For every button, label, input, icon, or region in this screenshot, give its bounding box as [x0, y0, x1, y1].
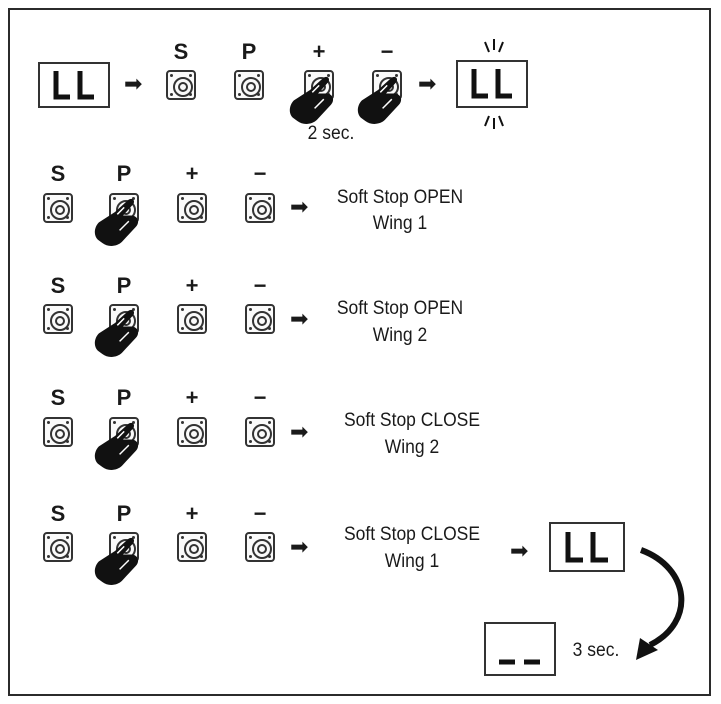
button-plus[interactable]: [177, 304, 207, 334]
hand-icon: [94, 422, 139, 471]
curved-arrow-icon: [639, 547, 685, 648]
label-minus: −: [380, 39, 394, 64]
label-s: S: [173, 39, 189, 64]
step-2-line2: Wing 2: [372, 325, 428, 346]
label-plus: +: [312, 39, 326, 64]
label-plus: +: [185, 501, 199, 526]
label-minus: −: [253, 161, 267, 186]
arrow-step-2: ➡: [290, 306, 309, 331]
hand-icon: [94, 309, 139, 358]
step-2-line1: Soft Stop OPEN: [336, 298, 464, 319]
label-minus: −: [253, 273, 267, 298]
hold-duration: 2 sec.: [307, 123, 355, 144]
button-s[interactable]: [43, 193, 73, 223]
arrow-step-3: ➡: [290, 419, 309, 444]
button-minus[interactable]: [245, 193, 275, 223]
label-s: S: [50, 385, 66, 410]
hand-icon: [94, 198, 139, 247]
step-3-line2: Wing 2: [384, 437, 440, 458]
hand-icon: [94, 537, 139, 586]
label-s: S: [50, 161, 66, 186]
arrow-to-display: ➡: [510, 538, 529, 563]
hand-icon: [357, 76, 402, 125]
label-plus: +: [185, 161, 199, 186]
button-s[interactable]: [43, 304, 73, 334]
label-s: S: [50, 501, 66, 526]
label-plus: +: [185, 273, 199, 298]
display-dashes: [484, 622, 556, 676]
label-plus: +: [185, 385, 199, 410]
arrow-1: ➡: [124, 71, 143, 96]
diagram-frame: [8, 8, 711, 696]
step-1-line1: Soft Stop OPEN: [336, 187, 464, 208]
label-p: P: [116, 161, 132, 186]
label-p: P: [116, 385, 132, 410]
label-minus: −: [253, 501, 267, 526]
display-ll-end: [549, 522, 625, 572]
button-minus[interactable]: [245, 532, 275, 562]
button-plus[interactable]: [177, 193, 207, 223]
button-s[interactable]: [43, 532, 73, 562]
display-ll-start: [38, 62, 110, 108]
button-plus[interactable]: [177, 532, 207, 562]
arrow-step-4: ➡: [290, 534, 309, 559]
button-minus[interactable]: [245, 417, 275, 447]
button-s[interactable]: [43, 417, 73, 447]
display-ll-blinking: [456, 60, 528, 108]
label-s: S: [50, 273, 66, 298]
label-minus: −: [253, 385, 267, 410]
step-3-line1: Soft Stop CLOSE: [343, 410, 481, 431]
step-4-line2: Wing 1: [384, 551, 440, 572]
hand-icon: [289, 76, 334, 125]
button-minus[interactable]: [245, 304, 275, 334]
label-p: P: [116, 501, 132, 526]
arrow-2: ➡: [418, 71, 437, 96]
button-p[interactable]: [234, 70, 264, 100]
arrow-step-1: ➡: [290, 194, 309, 219]
label-p: P: [241, 39, 257, 64]
button-plus[interactable]: [177, 417, 207, 447]
button-s[interactable]: [166, 70, 196, 100]
label-p: P: [116, 273, 132, 298]
step-1-line2: Wing 1: [372, 213, 428, 234]
step-4-line1: Soft Stop CLOSE: [343, 524, 481, 545]
wait-duration: 3 sec.: [572, 640, 620, 661]
